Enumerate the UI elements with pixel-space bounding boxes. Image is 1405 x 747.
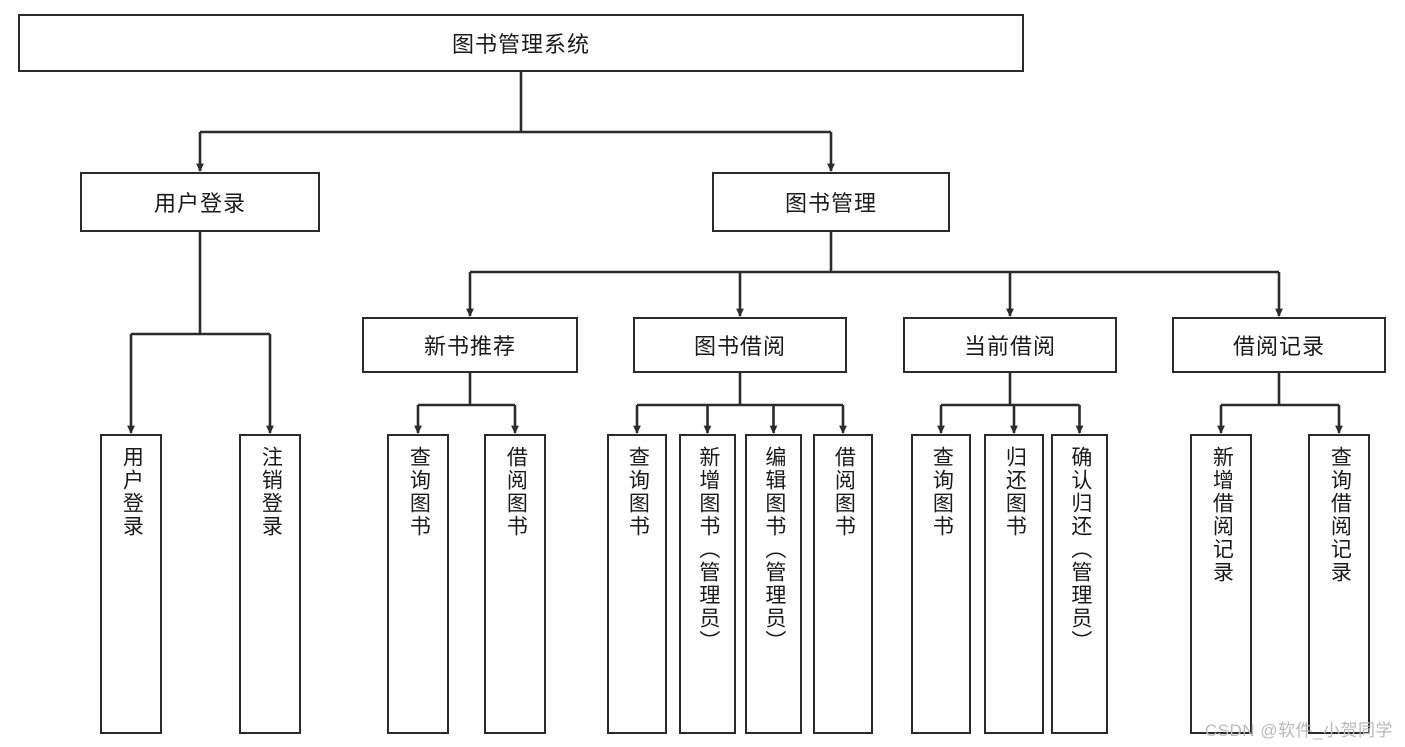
node-label: 查询图书: [626, 446, 650, 538]
node-root-root: 图书管理系统: [18, 14, 1024, 72]
leaf-leaf-edit-book: 编辑图书（管理员）: [745, 434, 802, 734]
node-label: 查询借阅记录: [1328, 446, 1352, 584]
leaf-leaf-user-login: 用户登录: [100, 434, 162, 734]
leaf-leaf-borrow-book-1: 借阅图书: [484, 434, 546, 734]
node-label: 新书推荐: [423, 334, 516, 359]
node-borrow-record: 借阅记录: [1172, 317, 1386, 373]
leaf-leaf-add-book: 新增图书（管理员）: [679, 434, 736, 734]
node-label: 用户登录: [153, 191, 246, 216]
node-label: 确认归还（管理员）: [1068, 446, 1092, 653]
leaf-leaf-logout: 注销登录: [239, 434, 301, 734]
leaf-leaf-return-book: 归还图书: [984, 434, 1044, 734]
csdn-watermark: CSDN @软件_小贺同学: [1204, 721, 1393, 740]
leaf-leaf-query-record: 查询借阅记录: [1308, 434, 1370, 734]
node-label: 用户登录: [120, 446, 144, 538]
node-user-login: 用户登录: [80, 172, 320, 232]
leaf-leaf-query-book-2: 查询图书: [607, 434, 667, 734]
leaf-leaf-confirm-return: 确认归还（管理员）: [1051, 434, 1108, 734]
node-current-borrow: 当前借阅: [903, 317, 1117, 373]
node-book-manage: 图书管理: [712, 172, 950, 232]
node-label: 查询图书: [930, 446, 954, 538]
leaf-leaf-query-book-3: 查询图书: [911, 434, 971, 734]
node-label: 图书借阅: [693, 334, 786, 359]
node-label: 借阅图书: [832, 446, 856, 538]
leaf-leaf-query-book-1: 查询图书: [387, 434, 449, 734]
node-label: 编辑图书（管理员）: [762, 446, 786, 653]
node-label: 查询图书: [407, 446, 431, 538]
node-label: 归还图书: [1003, 446, 1027, 538]
node-label: 借阅图书: [504, 446, 528, 538]
node-new-book-recommend: 新书推荐: [362, 317, 578, 373]
node-book-borrow: 图书借阅: [633, 317, 847, 373]
node-label: 借阅记录: [1232, 334, 1325, 359]
node-label: 新增图书（管理员）: [696, 446, 720, 653]
node-label: 新增借阅记录: [1210, 446, 1234, 584]
node-label: 图书管理: [784, 191, 877, 216]
leaf-leaf-add-record: 新增借阅记录: [1190, 434, 1252, 734]
node-label: 图书管理系统: [451, 32, 590, 57]
node-label: 当前借阅: [963, 334, 1056, 359]
node-label: 注销登录: [259, 446, 283, 538]
leaf-leaf-borrow-book-2: 借阅图书: [813, 434, 873, 734]
